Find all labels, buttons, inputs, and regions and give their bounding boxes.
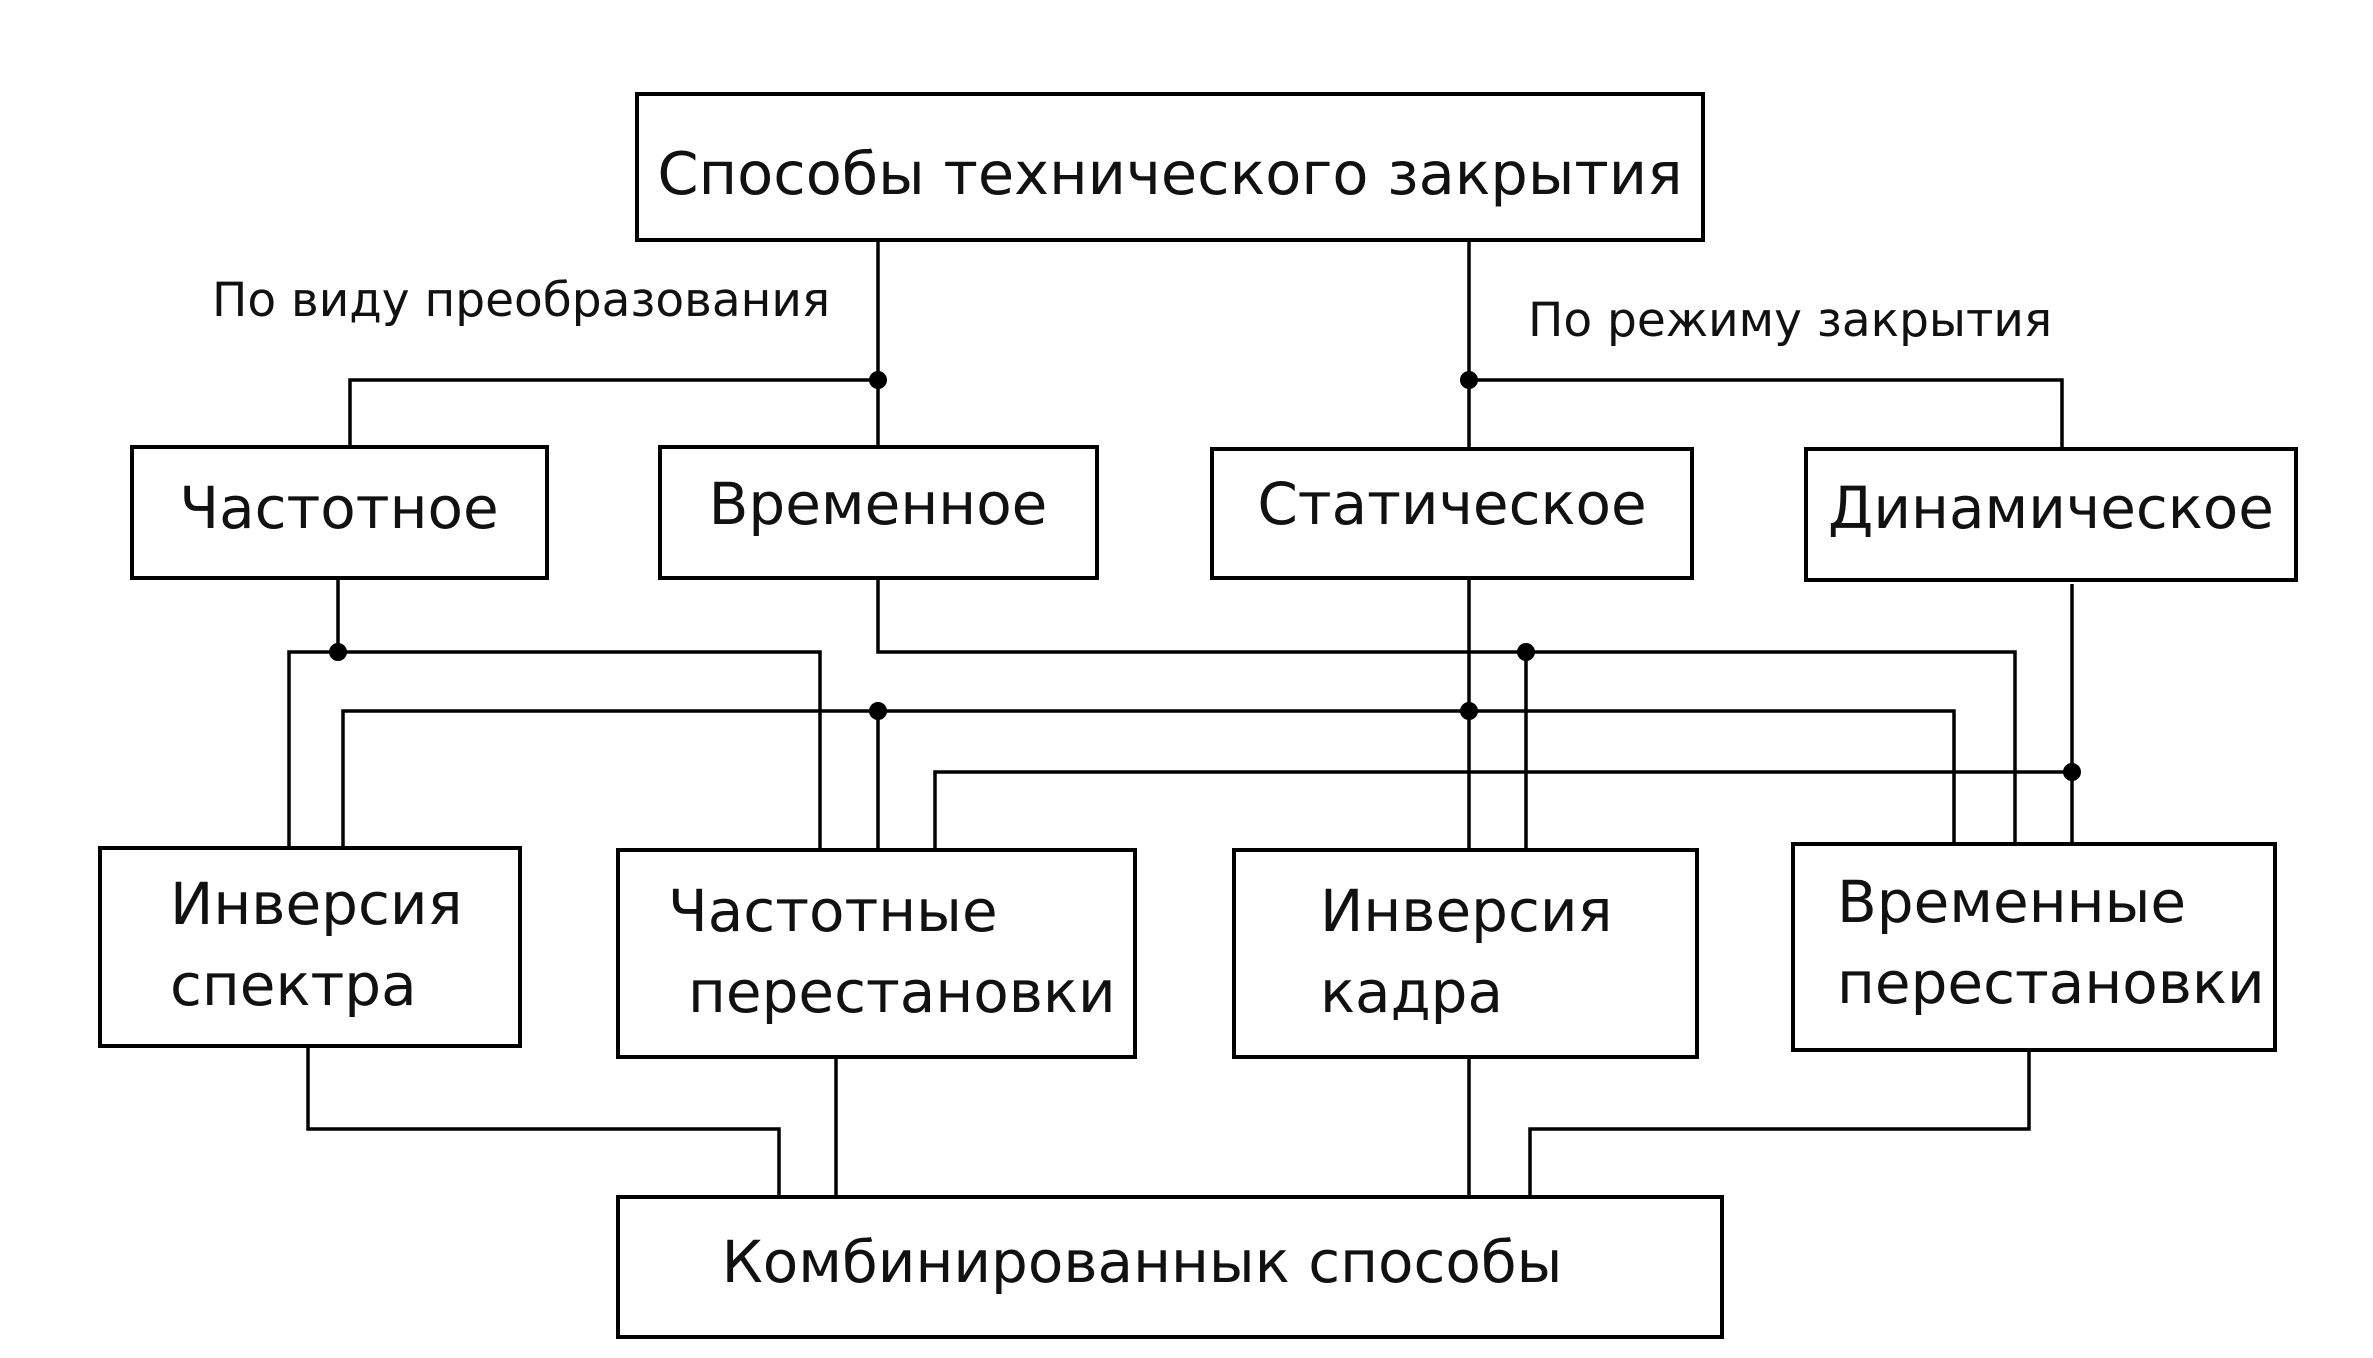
box-spectrum-inversion-line2: спектра — [170, 951, 417, 1019]
box-time-permutations-line1: Временные — [1837, 868, 2186, 936]
box-combined-label: Комбинированнык способы — [722, 1228, 1563, 1296]
title-box: Способы технического закрытия — [635, 92, 1705, 242]
box-dynamic-label: Динамическое — [1828, 474, 2274, 542]
box-frame-inversion-line2: кадра — [1320, 958, 1503, 1026]
connector-transform-branch-bus — [348, 378, 880, 447]
box-frequency: Частотное — [130, 445, 549, 580]
box-static: Статическое — [1210, 447, 1694, 580]
junctions — [329, 371, 2081, 781]
box-frequency-permutations-line1: Частотные — [668, 877, 998, 945]
box-frequency-label: Частотное — [179, 474, 498, 542]
junction-transform — [869, 371, 887, 389]
junction-freqperm — [869, 702, 887, 720]
box-frequency-permutations: Частотные перестановки — [616, 848, 1137, 1059]
box-dynamic: Динамическое — [1804, 447, 2298, 582]
junction-dynamic — [2063, 763, 2081, 781]
box-spectrum-inversion: Инверсия спектра — [98, 846, 522, 1048]
box-time-label: Временное — [709, 470, 1048, 538]
connector-frequency-bus — [287, 650, 822, 850]
junction-time — [1517, 643, 1535, 661]
junction-frequency — [329, 643, 347, 661]
connector-mode-branch-bus — [1469, 378, 2064, 449]
box-time: Временное — [658, 445, 1099, 580]
connector-spectrum-to-combined — [306, 1046, 781, 1197]
connector-dynamic-bus — [933, 770, 2072, 850]
box-combined: Комбинированнык способы — [616, 1195, 1724, 1339]
branch-label-by-transform: По виду преобразования — [212, 273, 830, 328]
connector-timeperm-to-combined — [1528, 1050, 2031, 1197]
connectors — [287, 240, 2074, 1197]
connector-time-bus — [876, 578, 2017, 844]
box-time-permutations: Временные перестановки — [1791, 842, 2277, 1052]
box-frame-inversion: Инверсия кадра — [1232, 848, 1699, 1059]
junction-static — [1460, 702, 1478, 720]
junction-mode — [1460, 371, 1478, 389]
box-static-label: Статическое — [1257, 470, 1646, 538]
title-text: Способы технического закрытия — [657, 139, 1682, 208]
box-time-permutations-line2: перестановки — [1837, 949, 2265, 1017]
box-spectrum-inversion-line1: Инверсия — [170, 870, 462, 938]
box-frame-inversion-line1: Инверсия — [1320, 877, 1612, 945]
connector-static-bus — [341, 709, 1956, 848]
box-frequency-permutations-line2: перестановки — [688, 958, 1116, 1026]
branch-label-by-mode: По режиму закрытия — [1528, 293, 2052, 348]
